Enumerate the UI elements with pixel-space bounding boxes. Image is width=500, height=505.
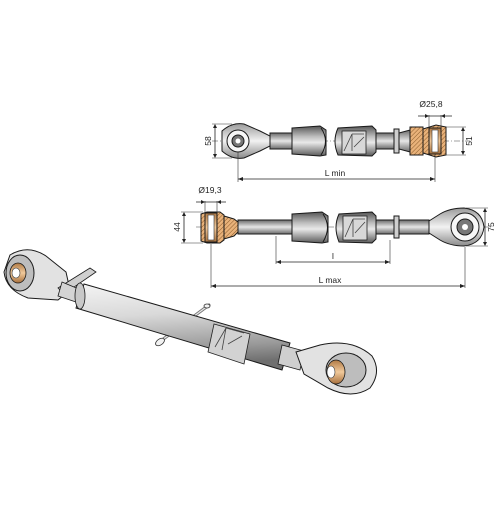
dim-l-label: l: [332, 251, 334, 261]
dim-19-3: Ø19,3: [196, 185, 226, 213]
dim-75: 75: [466, 207, 496, 247]
dim-44-label: 44: [172, 222, 182, 232]
middle-right-rod-ext: [398, 219, 430, 235]
dim-75-label: 75: [486, 222, 496, 232]
middle-right-nut: [393, 215, 400, 239]
top-right-rod: [375, 132, 395, 150]
middle-tube-left: [291, 211, 329, 244]
perspective-right-eye: [295, 342, 377, 395]
middle-left-rod: [237, 219, 293, 235]
top-left-eye-end: [221, 123, 271, 159]
perspective-tube: [75, 283, 291, 371]
dim-25-8-label: Ø25,8: [419, 99, 442, 109]
perspective-top-link: [3, 249, 377, 395]
middle-drawing-max-length: Ø19,3 44 75 l: [172, 185, 496, 288]
dim-l-min-label: L min: [325, 168, 346, 178]
top-tube-left: [291, 125, 327, 157]
middle-right-rod: [375, 219, 395, 235]
perspective-left-eye: [3, 249, 71, 301]
dim-51-label: 51: [464, 136, 474, 146]
top-left-rod: [269, 132, 293, 150]
dim-l-min: L min: [237, 152, 436, 182]
dim-25-8: Ø25,8: [418, 99, 452, 128]
top-right-ball-end: [398, 124, 447, 158]
middle-tube-right: [335, 211, 377, 244]
dim-44: 44: [172, 211, 203, 244]
top-drawing-min-length: 58 Ø25,8 51 L min: [203, 99, 474, 182]
top-right-nut: [393, 128, 400, 154]
dim-l-max-label: L max: [319, 275, 343, 285]
dim-58: 58: [203, 123, 232, 159]
dim-58-label: 58: [203, 136, 213, 146]
top-tube-right: [334, 125, 377, 157]
dim-l-max: L max: [210, 244, 466, 288]
perspective-tube-box: [207, 323, 251, 365]
dim-l: l: [275, 236, 391, 264]
middle-left-ball-end: [200, 211, 239, 244]
dim-51: 51: [446, 126, 474, 156]
middle-right-eye-end: [428, 207, 485, 247]
dim-19-3-label: Ø19,3: [198, 185, 221, 195]
